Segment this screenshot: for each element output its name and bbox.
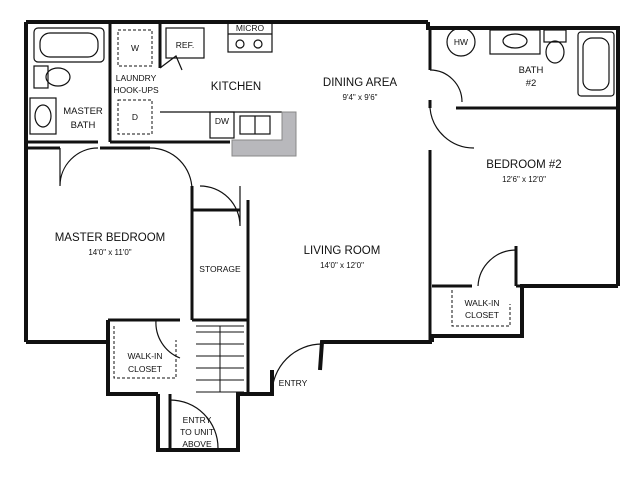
interior-walls [26,22,618,450]
bath-fixtures [29,27,615,135]
laundry-label-2: HOOK-UPS [113,85,159,95]
dining-label: DINING AREA [323,77,397,89]
bedroom2-label: BEDROOM #2 [486,159,561,171]
closet-shelves [113,29,511,379]
room-labels: KITCHEN DINING AREA 9'4" x 9'6" LIVING R… [55,65,562,449]
bedroom2-dims: 12'6" x 12'0" [502,175,546,184]
master-bedroom-label: MASTER BEDROOM [55,232,166,244]
master-bath-label: MASTER [63,106,103,117]
dining-dims: 9'4" x 9'6" [343,93,378,102]
bath2-label: BATH [519,65,544,76]
entry-above-label-2: TO UNIT [180,427,214,437]
dishwasher-label: DW [215,116,229,126]
entry-label: ENTRY [279,378,308,388]
kitchen-fixtures [160,21,282,139]
doors [59,55,517,449]
storage-label: STORAGE [199,264,241,274]
washer-label: W [131,43,139,53]
living-label: LIVING ROOM [304,245,381,257]
entry-above-label-3: ABOVE [182,439,212,449]
walkin-b2-label: WALK-IN [464,298,499,308]
exterior-walls [24,20,620,452]
dryer-label: D [132,112,138,122]
ref-label: REF. [176,40,194,50]
living-dims: 14'0" x 12'0" [320,261,364,270]
master-bath-label-2: BATH [71,120,96,131]
fixture-labels: MICRO REF. W D DW HW [131,23,468,126]
kitchen-counter [231,111,297,157]
walkin-master-label: WALK-IN [127,351,162,361]
walkin-master-label-2: CLOSET [128,364,162,374]
kitchen-label: KITCHEN [211,81,261,93]
bath2-label-2: #2 [526,78,537,89]
laundry-label: LAUNDRY [116,73,157,83]
micro-label: MICRO [236,23,265,33]
water-heater-label: HW [454,37,468,47]
walkin-b2-label-2: CLOSET [465,310,499,320]
master-bedroom-dims: 14'0" x 11'0" [88,248,131,257]
entry-above-label: ENTRY [183,415,212,425]
stairs [196,325,244,393]
